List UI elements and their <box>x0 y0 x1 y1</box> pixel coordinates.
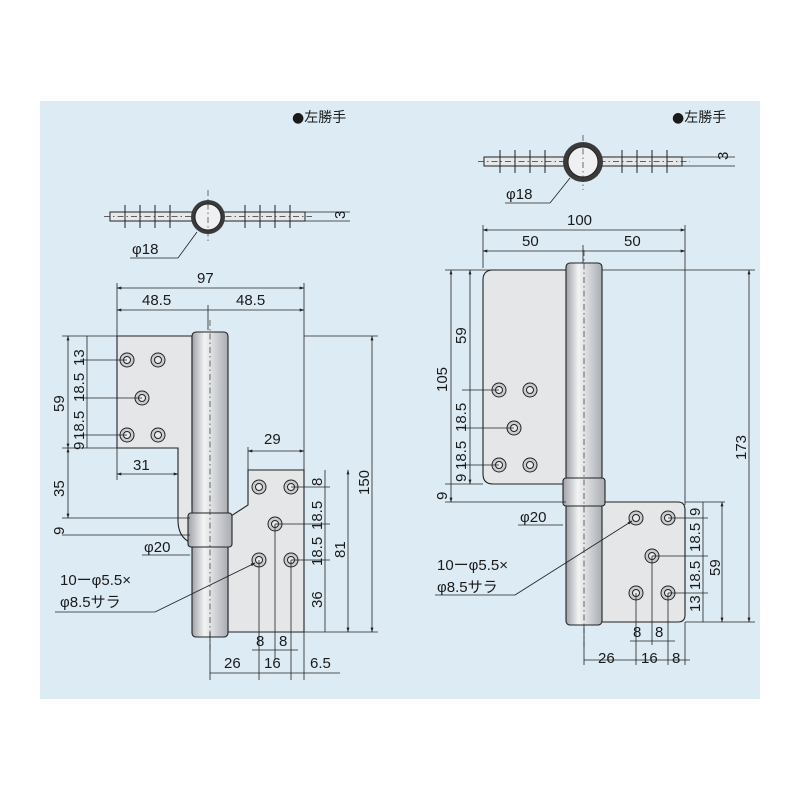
left-w31: 31 <box>133 457 150 474</box>
right-left-side-dims: 59 105 18.5 18.5 9 9 <box>434 269 566 503</box>
right-leaf <box>482 250 686 650</box>
right-heading: ●左勝手 <box>672 110 726 126</box>
right-b8b: 8 <box>655 624 663 641</box>
left-r150: 150 <box>356 470 373 495</box>
left-width-dims: 97 48.5 48.5 <box>116 270 305 470</box>
left-top-view: 3 φ18 <box>104 190 350 259</box>
right-v105: 105 <box>434 367 451 392</box>
left-b16: 16 <box>264 655 281 672</box>
left-v35: 35 <box>51 480 68 497</box>
right-hole-note-2: φ8.5サラ <box>437 579 498 596</box>
left-half-width-a: 48.5 <box>142 292 171 309</box>
left-r185a: 18.5 <box>309 501 326 530</box>
left-v185a: 18.5 <box>71 373 88 402</box>
right-phi20: φ20 <box>520 509 546 526</box>
right-thickness-label: 3 <box>715 152 732 160</box>
left-offset-dims: 31 29 <box>116 431 305 480</box>
left-r36: 36 <box>309 591 326 608</box>
right-v9a: 9 <box>453 474 470 482</box>
right-r13: 13 <box>687 595 704 612</box>
left-vertical-dims: 59 13 18.5 18.5 9 35 9 <box>51 335 190 536</box>
left-pin-top-diameter: φ18 <box>132 241 158 258</box>
right-r185a: 18.5 <box>687 523 704 552</box>
left-w29: 29 <box>264 431 281 448</box>
right-overall-width: 100 <box>567 212 592 229</box>
right-r185b: 18.5 <box>687 561 704 590</box>
left-phi20: φ20 <box>144 539 170 556</box>
left-bottom-dims: 8 8 26 16 6.5 <box>209 524 340 680</box>
right-bottom-dims: 8 8 26 16 8 <box>583 556 690 667</box>
right-b26: 26 <box>598 650 615 667</box>
right-callouts: φ20 10ーφ5.5× φ8.5サラ <box>435 509 633 596</box>
right-r59: 59 <box>707 559 724 576</box>
left-r8: 8 <box>309 478 326 486</box>
left-v13: 13 <box>71 349 88 366</box>
left-v9a: 9 <box>71 442 88 450</box>
right-pin-top-diameter: φ18 <box>506 186 532 203</box>
right-v185a: 18.5 <box>453 403 470 432</box>
left-overall-width: 97 <box>197 270 214 287</box>
right-b16: 16 <box>641 650 658 667</box>
left-leaf <box>116 320 305 650</box>
left-b8a: 8 <box>256 633 264 650</box>
right-b8c: 8 <box>672 650 680 667</box>
left-b26: 26 <box>224 655 241 672</box>
left-callouts: φ20 10ーφ5.5× φ8.5サラ <box>55 539 256 613</box>
left-upper-height: 59 <box>51 395 68 412</box>
right-top-view: 3 φ18 <box>478 135 735 204</box>
left-half-width-b: 48.5 <box>236 292 265 309</box>
right-upper-height: 59 <box>453 327 470 344</box>
left-thickness-label: 3 <box>332 211 349 219</box>
left-b8b: 8 <box>279 633 287 650</box>
left-hinge-drawing: ●左勝手 3 φ18 <box>51 110 378 680</box>
left-hole-note-1: 10ーφ5.5× <box>60 572 131 589</box>
right-v173: 173 <box>733 435 750 460</box>
right-half-b: 50 <box>624 233 641 250</box>
left-hole-note-2: φ8.5サラ <box>60 594 121 611</box>
right-half-a: 50 <box>522 233 539 250</box>
right-v185b: 18.5 <box>453 441 470 470</box>
right-r9: 9 <box>687 508 704 516</box>
left-heading: ●左勝手 <box>292 110 346 126</box>
left-v9b: 9 <box>51 527 68 535</box>
left-r185b: 18.5 <box>309 537 326 566</box>
left-v185b: 18.5 <box>71 411 88 440</box>
right-right-side-dims: 173 59 9 18.5 18.5 13 <box>602 269 755 623</box>
right-hinge-drawing: ●左勝手 3 φ18 <box>434 110 755 667</box>
right-b8a: 8 <box>633 624 641 641</box>
right-v9b: 9 <box>434 492 451 500</box>
left-right-side-dims: 150 81 8 18.5 18.5 36 <box>275 335 378 633</box>
left-r81: 81 <box>332 541 349 558</box>
left-b65: 6.5 <box>310 655 331 672</box>
right-hole-note-1: 10ーφ5.5× <box>437 557 508 574</box>
